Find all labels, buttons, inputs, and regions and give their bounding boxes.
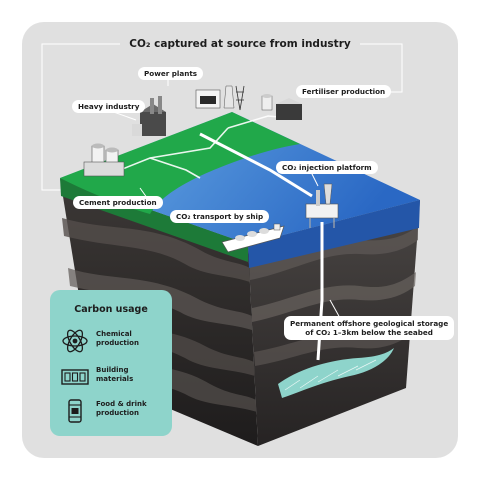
- carbon-item-building: Building materials: [60, 362, 170, 392]
- heavy-industry-icon: [132, 96, 166, 136]
- storage-reservoir: [278, 348, 394, 398]
- fertiliser-plant-icon: [261, 94, 302, 120]
- carbon-item-line2: production: [96, 339, 139, 348]
- can-icon: [68, 399, 82, 423]
- carbon-item-line1: Building: [96, 366, 129, 374]
- carbon-item-label: Chemical production: [96, 330, 170, 348]
- land-surface: [60, 112, 300, 214]
- label-heavy-industry: Heavy industry: [72, 100, 146, 113]
- carbon-item-label: Food & drink production: [96, 400, 170, 418]
- carbon-usage-panel: Carbon usage Chemical production Buildin…: [50, 290, 172, 436]
- storage-label-line2: of CO₂ 1–3km below the seabed: [305, 328, 433, 337]
- offshore-pipeline: [199, 132, 313, 198]
- carbon-item-line2: materials: [96, 375, 134, 384]
- left-bracket-line: [41, 43, 120, 191]
- atom-icon: [62, 329, 88, 353]
- ship-icon: [221, 223, 285, 253]
- carbon-item-line1: Chemical: [96, 330, 132, 338]
- label-cement-production: Cement production: [73, 196, 163, 209]
- carbon-item-label: Building materials: [96, 366, 170, 384]
- label-geological-storage: Permanent offshore geological storage of…: [284, 316, 455, 340]
- injection-well: [316, 222, 324, 361]
- storage-label-line1: Permanent offshore geological storage: [290, 319, 449, 328]
- diagram-title: CO₂ captured at source from industry: [129, 38, 351, 50]
- bricks-icon: [61, 369, 89, 385]
- cement-plant-icon: [83, 143, 125, 177]
- carbon-item-chemical: Chemical production: [60, 326, 170, 356]
- carbon-item-line1: Food & drink: [96, 400, 147, 408]
- carbon-item-line2: production: [96, 409, 139, 418]
- power-plant-icon: [195, 85, 245, 111]
- label-injection-platform: CO₂ injection platform: [276, 161, 378, 174]
- label-power-plants: Power plants: [138, 67, 204, 80]
- label-transport-by-ship: CO₂ transport by ship: [170, 210, 270, 223]
- carbon-usage-title: Carbon usage: [74, 304, 148, 315]
- platform-icon: [305, 183, 339, 228]
- carbon-item-food: Food & drink production: [60, 396, 170, 426]
- sea-side-face: [248, 200, 420, 268]
- right-bracket-line: [360, 43, 403, 93]
- label-fertiliser-production: Fertiliser production: [296, 85, 392, 98]
